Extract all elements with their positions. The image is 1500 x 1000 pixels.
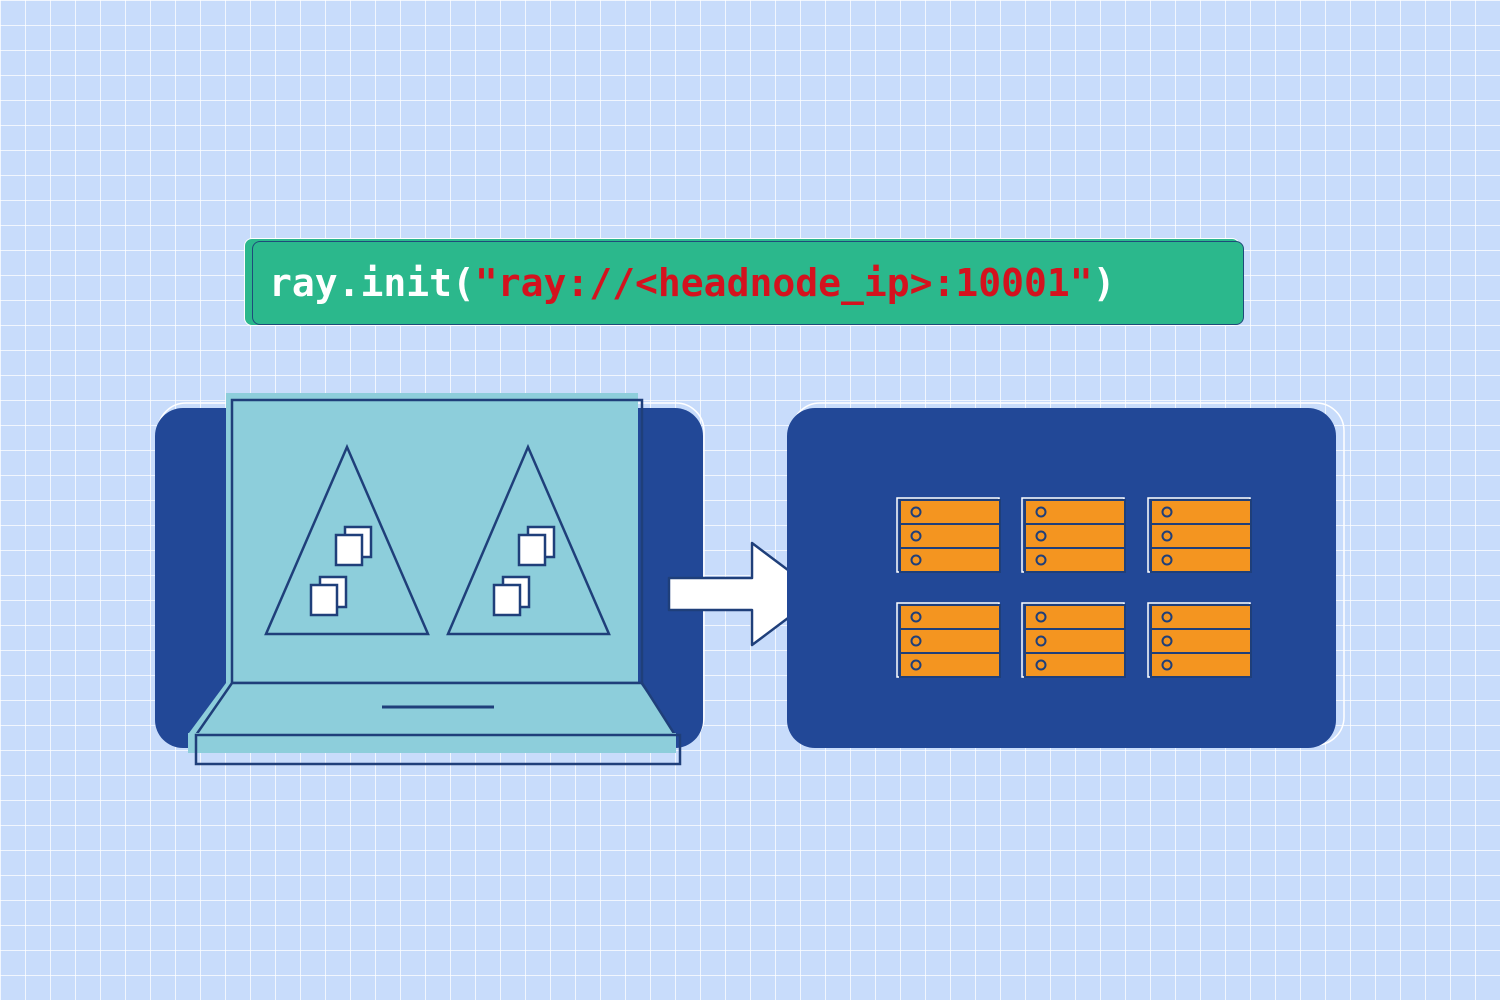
cluster-panel — [787, 402, 1345, 748]
server-node — [896, 497, 1001, 573]
code-argument: "ray://<headnode_ip>:10001" — [474, 261, 1093, 305]
code-snippet: ray.init("ray://<headnode_ip>:10001") — [252, 241, 1244, 325]
server-node — [896, 602, 1001, 678]
server-node — [1147, 497, 1252, 573]
server-node — [1147, 602, 1252, 678]
triangle-right — [446, 443, 611, 636]
triangle-left — [264, 443, 430, 636]
server-node — [1021, 497, 1126, 573]
laptop-icon — [188, 393, 682, 766]
server-node — [1021, 602, 1126, 678]
code-function: ray.init( — [269, 261, 475, 305]
code-closing: ) — [1092, 261, 1116, 305]
arrow-right-icon — [667, 541, 822, 647]
code-banner: ray.init("ray://<headnode_ip>:10001") — [244, 238, 1246, 328]
